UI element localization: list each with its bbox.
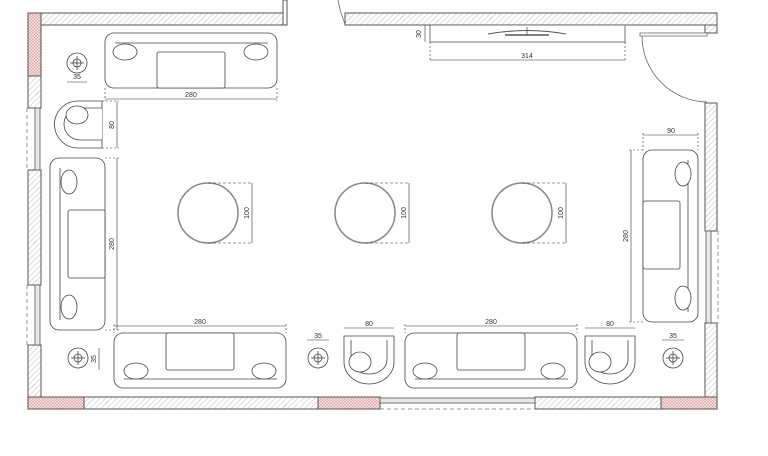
tv-unit	[424, 24, 626, 62]
tv-width-dimension	[429, 42, 626, 62]
sofa-right-depth-label: 90	[667, 128, 675, 135]
wall-bottom-right	[534, 396, 662, 410]
stool-bottom-left	[67, 347, 100, 370]
wall-right-lower	[704, 322, 718, 398]
armchair-bottom-mid	[343, 327, 395, 385]
door-top-center	[337, 0, 346, 25]
stool-top-left	[66, 52, 88, 83]
walls	[27, 0, 718, 410]
stool-top-left-label: 35	[73, 74, 81, 81]
sofa-top-width-label: 280	[185, 92, 197, 99]
wall-left-mid	[27, 169, 42, 286]
window-left-lower	[34, 284, 41, 346]
stool-bottom-mid	[307, 339, 329, 369]
sofa-left-length-label: 280	[109, 238, 116, 250]
armchair-left	[54, 100, 119, 149]
windows	[26, 107, 719, 410]
sofa-left	[49, 157, 119, 331]
table3-diameter-label: 100	[558, 207, 565, 219]
window-right	[705, 230, 712, 324]
wall-left-upper	[27, 75, 42, 109]
armchair-bottom-mid-label: 80	[365, 321, 373, 328]
wall-top-right	[344, 12, 718, 26]
stool-bottom-right	[662, 339, 684, 369]
armchair-bottom-right-label: 80	[606, 321, 614, 328]
column-bottom-left	[27, 396, 85, 410]
tv-depth-label: 30	[416, 30, 423, 38]
stool-bottom-mid-label: 35	[314, 333, 322, 340]
stool-bottom-right-label: 35	[669, 333, 677, 340]
table2-diameter-label: 100	[401, 207, 408, 219]
table1-diameter-label: 100	[244, 207, 251, 219]
column-bottom-right	[660, 396, 718, 410]
armchair-bottom-right	[584, 327, 636, 385]
sofa-bottom-left	[113, 324, 287, 389]
sofa-bottom-right	[404, 324, 578, 389]
sofa-bottom-left-width-label: 280	[194, 319, 206, 326]
round-table-3	[491, 182, 567, 244]
window-bottom	[379, 397, 536, 404]
column-bottom-mid	[317, 396, 381, 410]
column-top-left	[27, 12, 42, 77]
door-top-right	[639, 32, 708, 103]
window-left-upper	[34, 107, 41, 171]
sofa-right-length-label: 280	[623, 230, 630, 242]
armchair-left-label: 80	[109, 121, 116, 129]
round-table-2	[334, 182, 410, 244]
stool-bottom-left-label: 35	[91, 355, 98, 363]
sofa-bottom-right-width-label: 280	[485, 319, 497, 326]
wall-right-upper	[704, 102, 718, 232]
tv-width-label: 314	[521, 53, 533, 60]
sofa-top	[104, 32, 278, 101]
wall-top-left	[39, 12, 284, 26]
wall-bottom-left	[83, 396, 319, 410]
round-table-1	[177, 182, 253, 244]
tables	[177, 182, 567, 244]
sofa-right	[629, 133, 699, 323]
wall-left-lower	[27, 344, 42, 398]
sofa-top-width-dimension	[104, 88, 278, 101]
